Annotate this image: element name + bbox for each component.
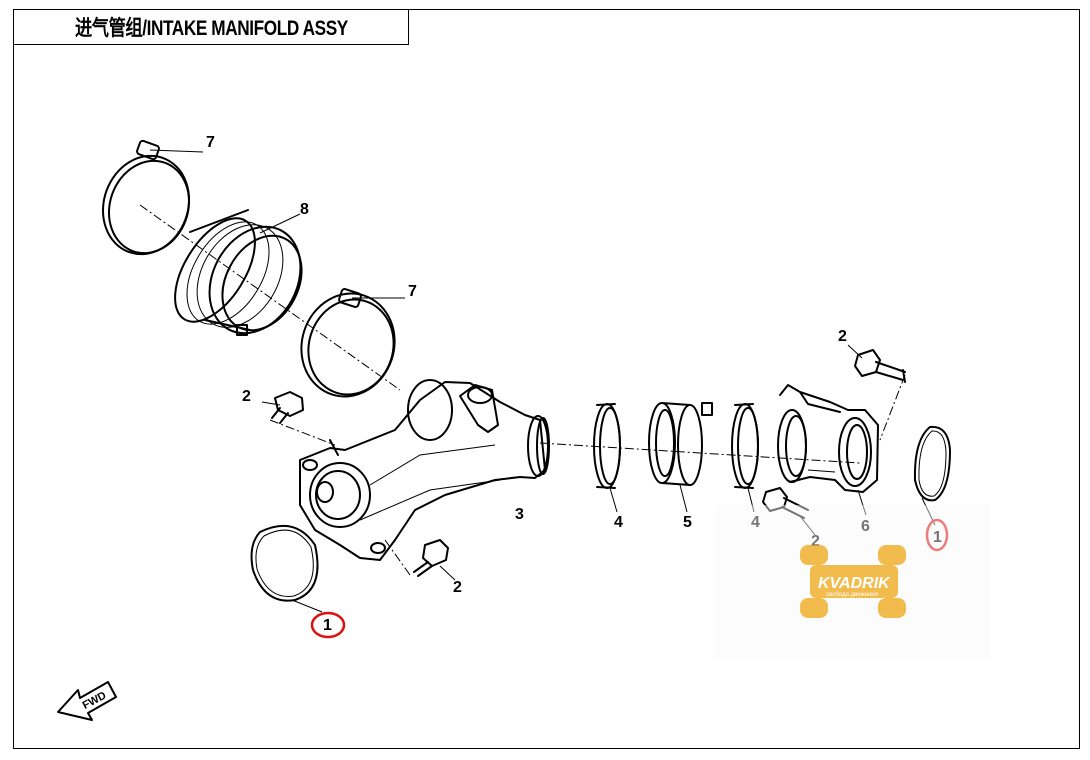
label-part-2-left: 2 [242,388,251,405]
page-title: 进气管组/INTAKE MANIFOLD ASSY [74,17,348,40]
watermark-logo: KVADRIK свобода движения [715,505,990,660]
axis-line-bolt-left [269,419,336,446]
drawing-frame [13,9,1080,749]
seal-ring-left [593,403,621,513]
rubber-boot [174,209,303,336]
insulator [648,402,713,513]
label-part-7-lower: 7 [408,283,417,300]
bolt-right-upper [847,344,906,383]
label-part-5: 5 [683,514,692,531]
intake-manifold [299,379,550,561]
label-part-4-left: 4 [614,514,623,531]
title-box: 进气管组/INTAKE MANIFOLD ASSY [13,9,409,45]
forward-arrow-icon: FWD [57,681,117,721]
label-part-2-right-upper: 2 [838,328,847,345]
label-part-1-left: 1 [323,617,332,634]
highlight-circle-right [925,518,949,552]
highlight-circle-left [310,611,346,639]
o-ring-left [250,524,323,613]
bolt-lower [413,539,456,581]
watermark-brand: KVADRIK [818,575,891,592]
bolt-right-lower [762,487,816,536]
label-part-7-upper: 7 [206,134,215,151]
adapter-body [777,384,879,516]
label-part-3: 3 [515,506,524,523]
hose-clamp-upper [101,139,204,256]
label-part-8: 8 [300,201,309,218]
axis-line-bolt-right [879,374,906,441]
watermark-tagline: свобода движения [826,592,878,598]
seal-ring-right [731,403,759,513]
axis-line-main [539,442,861,464]
bolt-left [261,391,304,424]
label-part-4-right: 4 [751,514,760,531]
label-part-1-right: 1 [933,529,942,546]
axis-line-bolt-lower [384,539,411,576]
label-part-2-right-lower: 2 [811,533,820,550]
label-part-2-lower: 2 [453,579,462,596]
label-part-6: 6 [861,518,870,535]
hose-clamp-lower [300,288,405,398]
axis-line-upper [139,204,401,391]
